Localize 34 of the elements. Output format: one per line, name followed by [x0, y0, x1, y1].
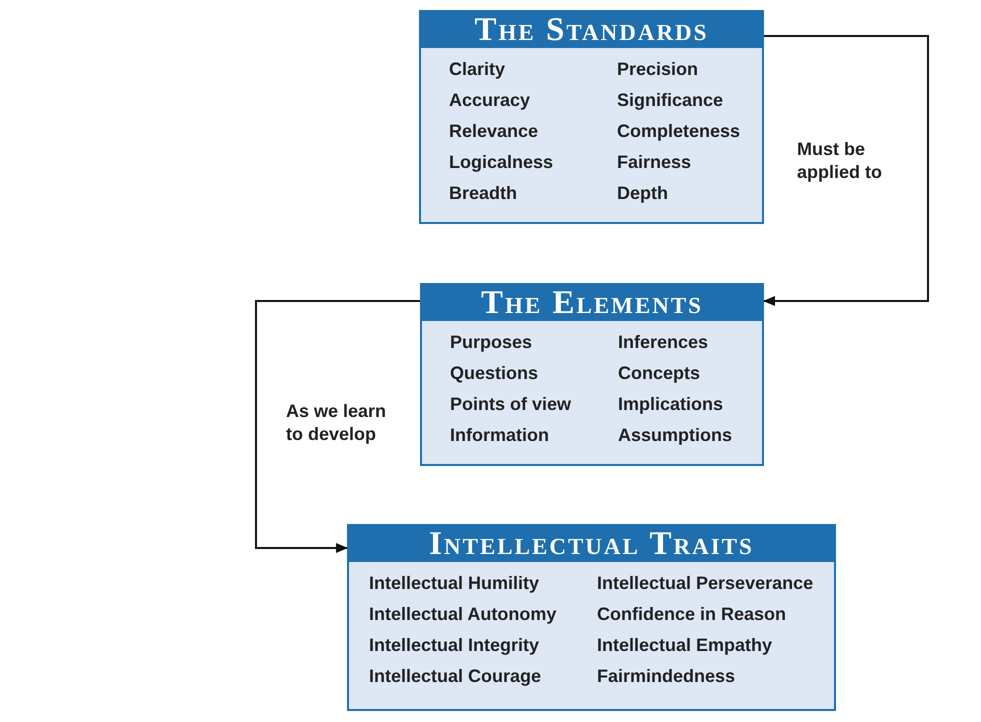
list-item: Intellectual Empathy: [597, 634, 772, 657]
box-heading: The Standards: [421, 12, 762, 48]
list-item: Logicalness: [449, 151, 554, 174]
list-item: Points of view: [450, 393, 572, 416]
list-item: Purposes: [450, 331, 532, 354]
list-item: Questions: [450, 362, 538, 385]
list-item: Concepts: [618, 362, 700, 385]
list-item: Assumptions: [618, 424, 732, 447]
list-item: Depth: [617, 182, 668, 205]
list-item: Fairness: [617, 151, 692, 174]
list-item: Precision: [617, 58, 698, 81]
list-item: Confidence in Reason: [597, 603, 786, 626]
connector-arrow: [255, 300, 420, 553]
list-item: Accuracy: [449, 89, 530, 112]
list-item: Intellectual Courage: [369, 665, 542, 688]
list-item: Relevance: [449, 120, 538, 143]
list-item: Implications: [618, 393, 724, 416]
list-item: Clarity: [449, 58, 506, 81]
list-item: Inferences: [618, 331, 708, 354]
list-item: Intellectual Autonomy: [369, 603, 556, 626]
concept-box: [347, 524, 836, 711]
list-item: Breadth: [449, 182, 518, 205]
list-item: Intellectual Integrity: [369, 634, 540, 657]
list-item: Intellectual Humility: [369, 572, 540, 595]
box-heading: The Elements: [422, 285, 762, 321]
concept-box: [419, 10, 764, 224]
list-item: Fairmindedness: [597, 665, 736, 688]
box-heading: Intellectual Traits: [349, 526, 834, 562]
concept-box: [420, 283, 764, 466]
connector-arrow: [763, 35, 929, 306]
list-item: Significance: [617, 89, 724, 112]
list-item: Intellectual Perseverance: [597, 572, 814, 595]
list-item: Completeness: [617, 120, 740, 143]
list-item: Information: [450, 424, 549, 447]
